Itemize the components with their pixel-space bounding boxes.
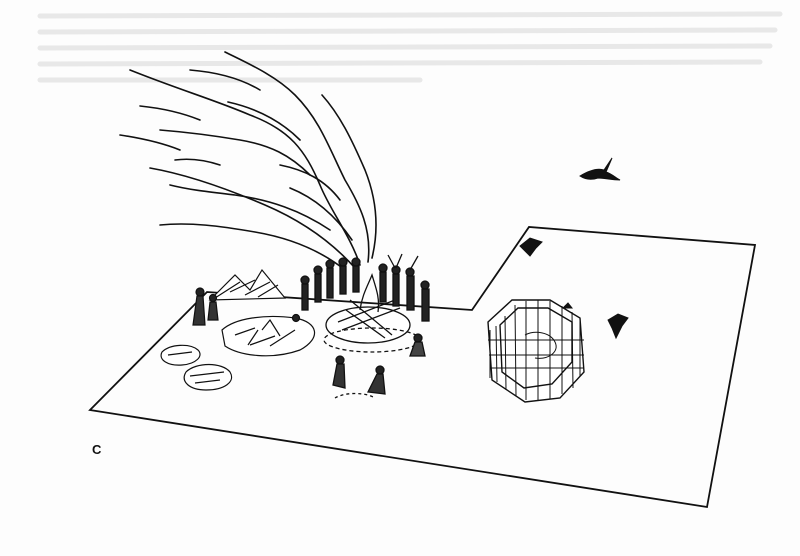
pits xyxy=(160,344,233,391)
panel-label: C xyxy=(92,442,102,457)
landing-bird-icon xyxy=(607,313,629,340)
bonfire-gathering xyxy=(300,253,430,357)
timber-enclosure xyxy=(487,299,585,403)
smoke-plume xyxy=(119,51,377,271)
flying-bird-icon xyxy=(579,157,621,181)
bleed-through-text xyxy=(37,11,783,83)
left-camp xyxy=(192,268,316,357)
birds xyxy=(519,157,629,340)
kneeling-workers xyxy=(332,355,386,399)
ground-plane xyxy=(88,226,757,509)
perched-bird-icon xyxy=(519,237,543,257)
